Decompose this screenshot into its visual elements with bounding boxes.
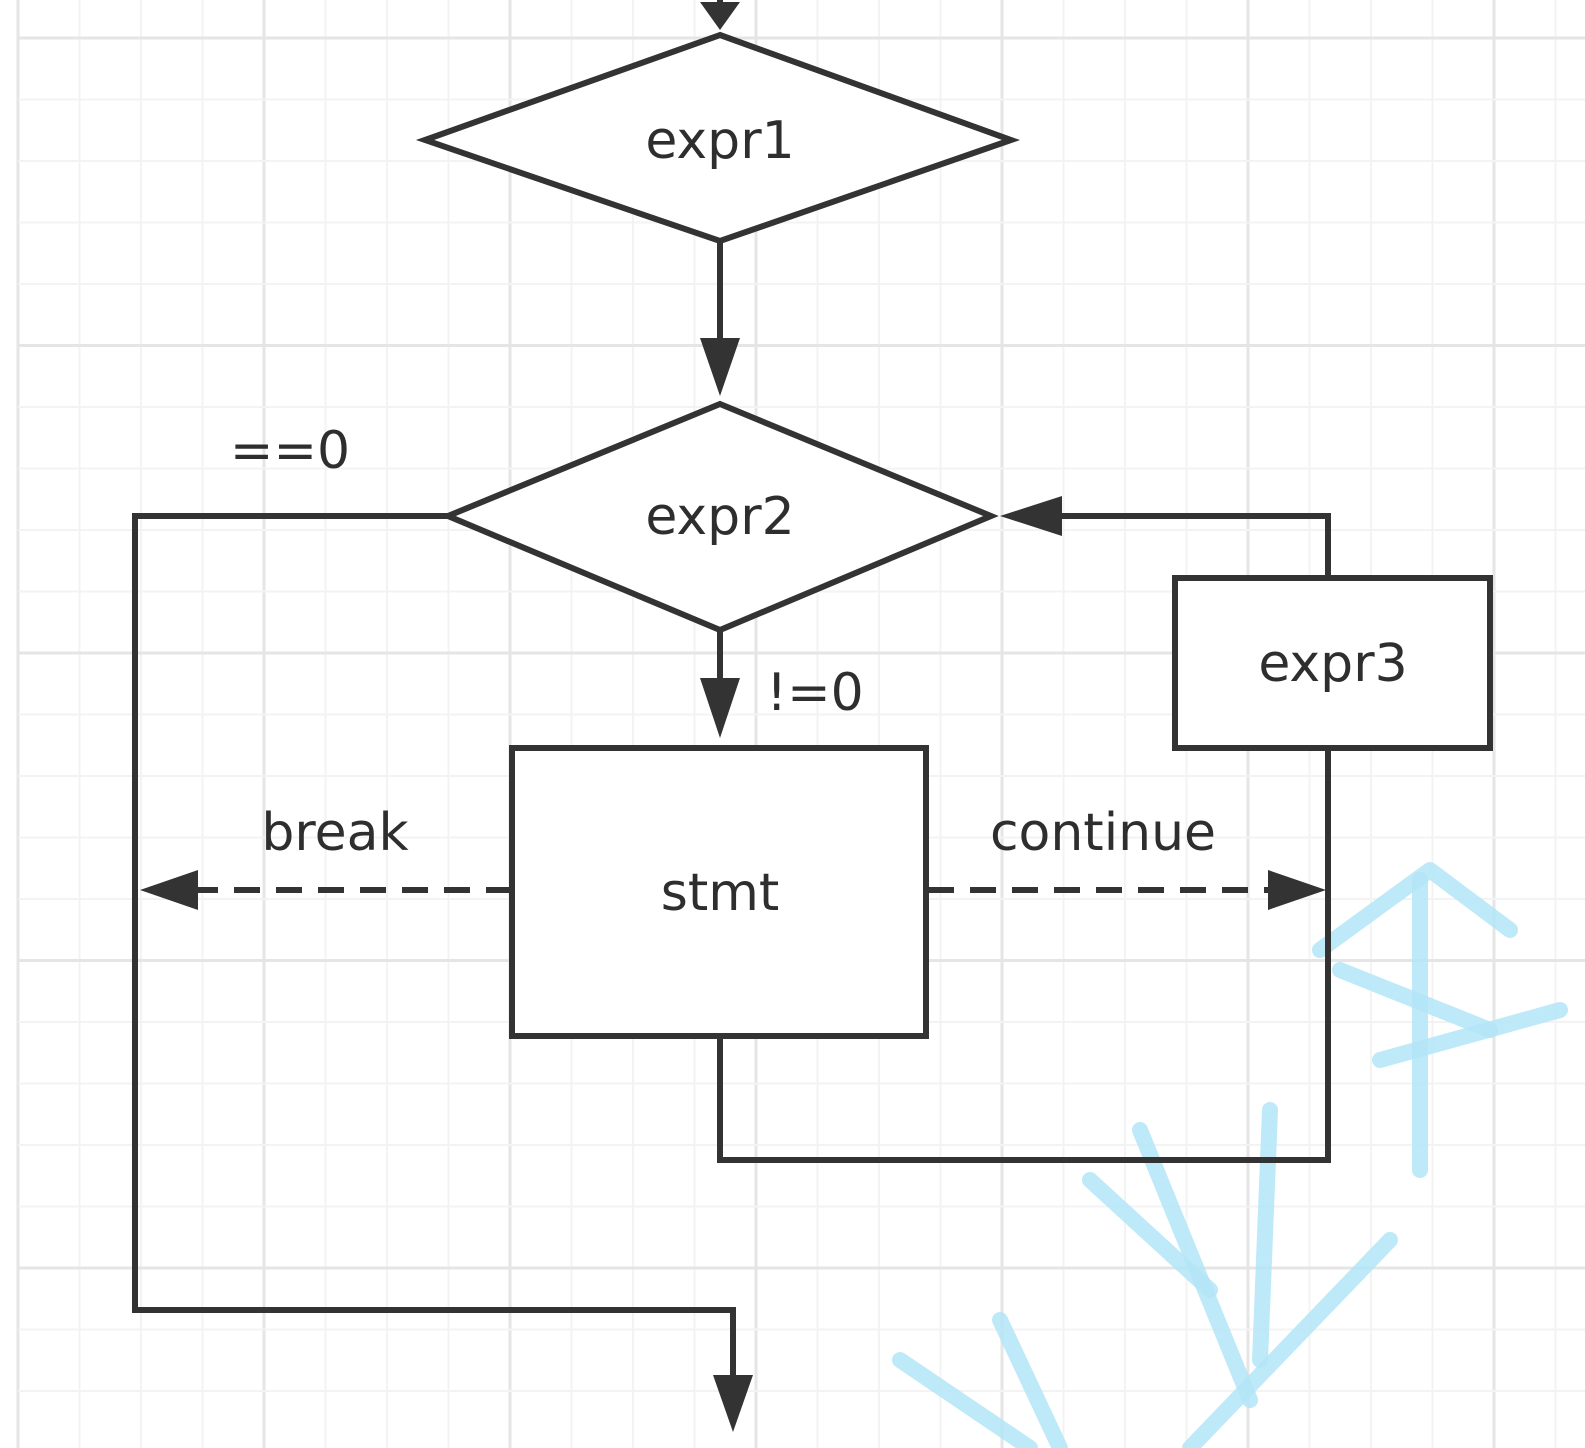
flowchart-nodes: expr1 expr2 stmt expr3 bbox=[415, 31, 1493, 1039]
expr2-false-line bbox=[132, 513, 736, 1395]
exit-arrowhead bbox=[713, 1375, 753, 1432]
stmt-box bbox=[509, 745, 929, 1039]
expr3-label: expr3 bbox=[1258, 634, 1407, 694]
expr1-decision-shape bbox=[415, 31, 1020, 245]
false-branch-label: ==0 bbox=[230, 421, 350, 481]
continue-label: continue bbox=[990, 803, 1216, 863]
watermark bbox=[892, 862, 1568, 1448]
expr3-to-expr2-line bbox=[1050, 513, 1331, 578]
expr1-to-expr2-arrowhead bbox=[700, 338, 740, 396]
entry-arrowhead bbox=[700, 2, 740, 30]
true-branch-label: !=0 bbox=[766, 663, 864, 723]
continue-arrowhead bbox=[1268, 870, 1326, 910]
break-label: break bbox=[261, 803, 408, 863]
expr3-box bbox=[1172, 575, 1493, 751]
break-arrowhead bbox=[140, 870, 198, 910]
stmt-label: stmt bbox=[661, 863, 780, 923]
connectors bbox=[132, 0, 1331, 1432]
expr3-to-expr2-arrowhead bbox=[1000, 496, 1062, 536]
expr1-label: expr1 bbox=[645, 111, 794, 171]
expr2-true-arrowhead bbox=[700, 678, 740, 738]
expr2-decision-shape bbox=[440, 400, 999, 634]
expr2-label: expr2 bbox=[645, 487, 794, 547]
stmt-to-expr3-line bbox=[717, 748, 1331, 1163]
edge-labels: ==0 !=0 break continue bbox=[230, 421, 1216, 863]
